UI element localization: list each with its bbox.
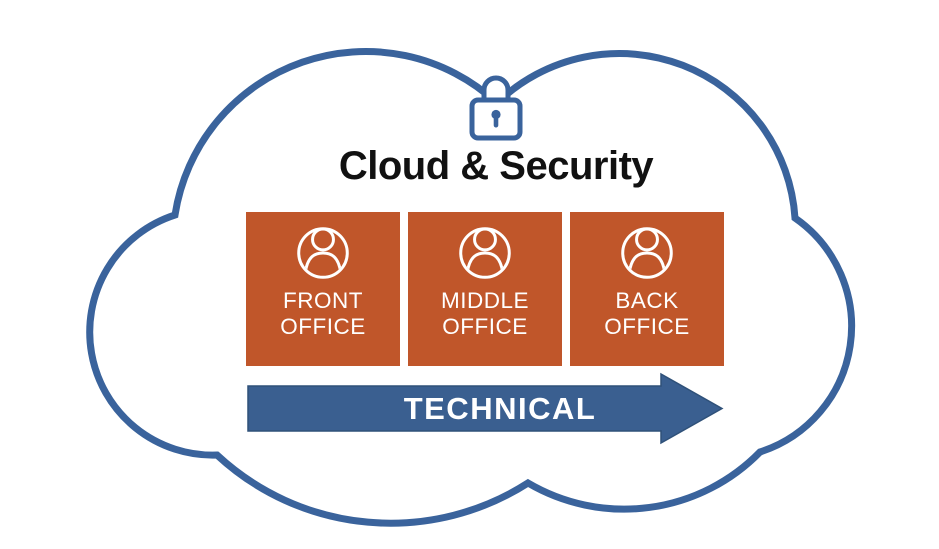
front-office-line1: FRONT — [283, 288, 363, 313]
padlock-icon — [469, 75, 523, 141]
person-icon — [297, 227, 349, 279]
front-office-box: FRONT OFFICE — [246, 212, 400, 366]
office-boxes-row: FRONT OFFICE MIDDLE OFFICE — [246, 212, 724, 366]
middle-office-line2: OFFICE — [442, 314, 528, 340]
middle-office-box: MIDDLE OFFICE — [408, 212, 562, 366]
technical-arrow — [247, 372, 724, 445]
middle-office-label: MIDDLE OFFICE — [441, 288, 529, 341]
back-office-label: BACK OFFICE — [604, 288, 690, 341]
back-office-line1: BACK — [615, 288, 679, 313]
back-office-line2: OFFICE — [604, 314, 690, 340]
person-icon — [459, 227, 511, 279]
front-office-label: FRONT OFFICE — [280, 288, 366, 341]
person-icon — [621, 227, 673, 279]
padlock-keyhole — [491, 109, 501, 120]
padlock-keyhole-stem — [493, 115, 499, 128]
technical-arrow-label: TECHNICAL — [403, 391, 597, 426]
diagram-title: Cloud & Security — [338, 144, 654, 188]
front-office-line2: OFFICE — [280, 314, 366, 340]
back-office-box: BACK OFFICE — [570, 212, 724, 366]
middle-office-line1: MIDDLE — [440, 288, 529, 313]
